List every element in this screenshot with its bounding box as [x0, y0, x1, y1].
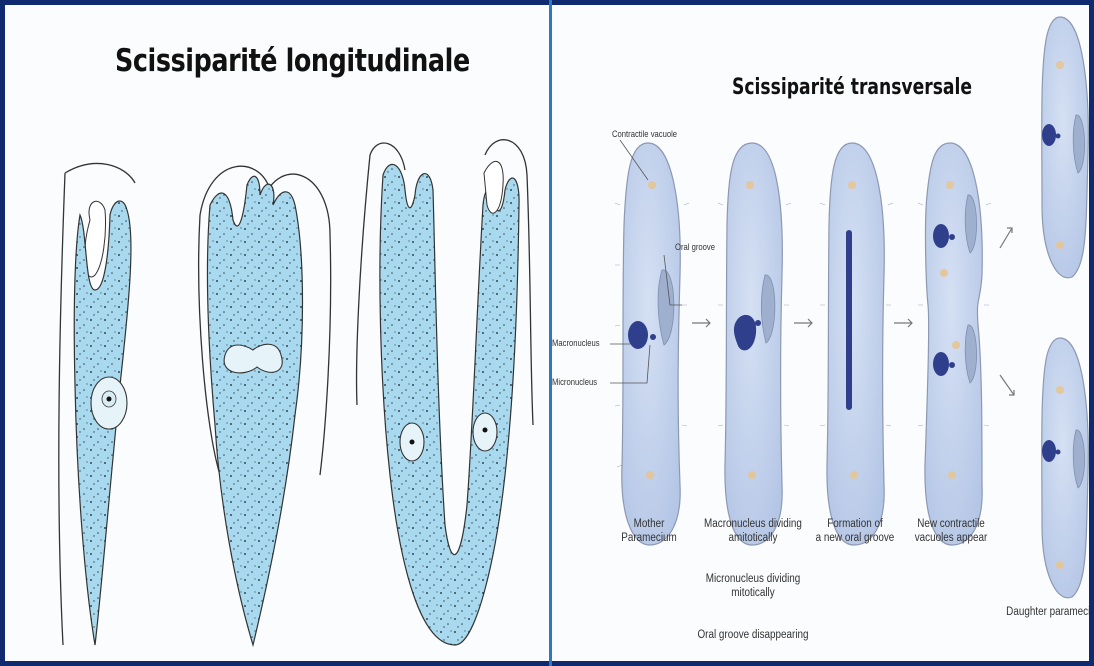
label-contractile-vacuole: Contractile vacuole [612, 129, 677, 139]
longitudinal-fission-panel: Scissiparité longitudinale [5, 5, 549, 661]
transverse-title: Scissiparité transversale [732, 75, 972, 100]
transverse-fission-panel: Scissiparité transversale Contractile va… [552, 5, 1089, 661]
label-micronucleus: Micronucleus [552, 377, 597, 387]
longitudinal-fission-illustration [5, 5, 549, 661]
cell-stage-3 [357, 140, 533, 645]
label-macronucleus: Macronucleus [552, 338, 600, 348]
caption-micronucleus-dividing: Micronucleus dividing mitotically [697, 572, 809, 600]
cell-stage-2 [199, 166, 331, 645]
cell-stage-1 [59, 164, 135, 645]
longitudinal-title: Scissiparité longitudinale [115, 43, 470, 79]
paramecium-macronucleus-dividing [725, 143, 782, 545]
label-oral-groove: Oral groove [675, 242, 715, 252]
paramecium-new-oral-groove [827, 143, 884, 545]
caption-new-vacuoles: New contractile vacuoles appear [895, 517, 1007, 545]
caption-macronucleus-dividing: Macronucleus dividing amitotically [697, 517, 809, 545]
caption-oral-groove-disappearing: Oral groove disappearing [697, 628, 809, 642]
caption-mother: Mother Paramecium [593, 517, 705, 545]
transverse-fission-illustration [552, 5, 1089, 661]
caption-daughter-paramecia: Daughter paramecia [995, 605, 1089, 619]
